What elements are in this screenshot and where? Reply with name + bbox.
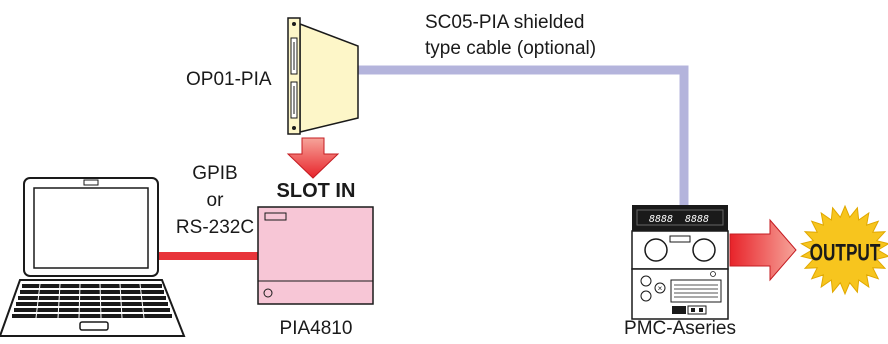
expansion-card-icon [287,17,359,135]
slot-in-label: SLOT IN [276,180,356,202]
output-arrow [729,218,797,282]
cable-label-line2: type cable (optional) [425,38,597,59]
card-name-label: OP01-PIA [186,69,272,90]
power-supply-icon: × [631,205,729,320]
link-label-line3: RS-232C [175,217,255,238]
controller-box-icon [257,206,374,305]
laptop-icon [0,177,186,337]
shielded-cable [330,65,689,205]
link-label-line2: or [206,190,224,211]
controller-name-label: PIA4810 [279,318,353,339]
output-burst-icon [800,204,888,296]
svg-text:×: × [658,284,663,293]
display-left: 8888 [649,214,673,225]
link-label-line1: GPIB [192,163,238,184]
supply-name-label: PMC-Aseries [624,318,736,339]
display-right: 8888 [685,214,709,225]
slot-in-arrow [286,137,340,179]
laptop-keyboard [12,284,172,318]
cable-label-line1: SC05-PIA shielded [425,12,585,33]
output-label: OUTPUT [810,240,881,266]
